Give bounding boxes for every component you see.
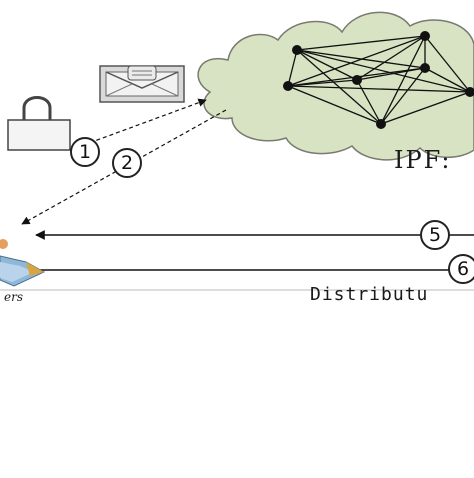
arrow-step-2: [21, 109, 227, 225]
node-label: ers: [4, 290, 23, 304]
network-node: [292, 45, 302, 55]
network-node: [376, 119, 386, 129]
step-1-badge: 1: [70, 137, 100, 167]
envelope-icon: [99, 65, 185, 103]
step-6-badge: 6: [448, 254, 474, 284]
network-node: [420, 31, 430, 41]
lock-icon: [7, 96, 71, 151]
network-node: [283, 81, 293, 91]
bottom-label: Distributu: [310, 284, 429, 305]
network-node: [352, 75, 362, 85]
step-5-badge: 5: [420, 220, 450, 250]
cloud-label: IPF:: [394, 146, 452, 174]
network-node: [420, 63, 430, 73]
user-device-icon: [0, 239, 46, 287]
network-nodes: [283, 31, 474, 129]
ipfs-cloud: [197, 11, 474, 161]
step-2-badge: 2: [112, 148, 142, 178]
network-node: [465, 87, 474, 97]
